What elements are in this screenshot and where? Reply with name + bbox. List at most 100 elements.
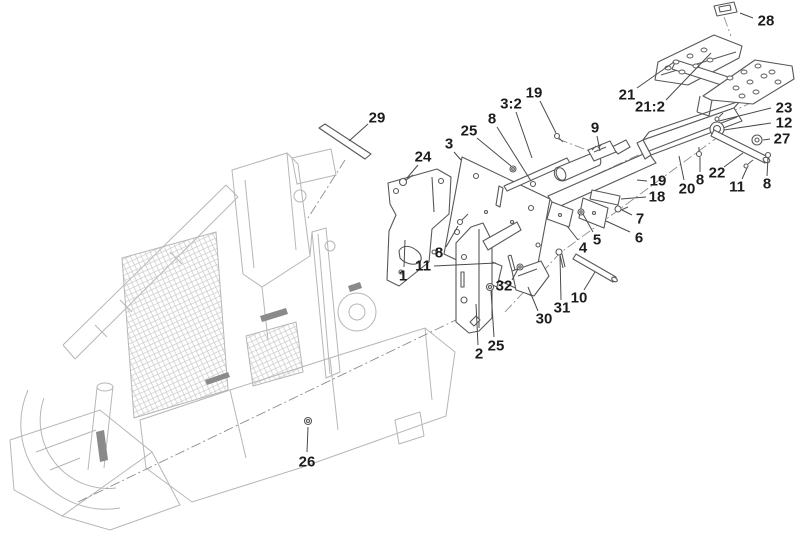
callout-label-19: 19 <box>650 173 667 190</box>
callout-leader-22 <box>723 152 744 168</box>
machine-decal-arm2 <box>205 372 230 385</box>
exploded-parts <box>303 1 795 426</box>
machine-chassis <box>9 148 456 531</box>
callout-label-3:2: 3:2 <box>500 96 522 113</box>
part-10-rod <box>572 253 618 283</box>
callout-leader-31 <box>559 255 562 301</box>
callout-label-25: 25 <box>488 338 505 355</box>
callout-label-10: 10 <box>571 290 588 307</box>
callout-label-11: 11 <box>415 258 431 275</box>
callout-label-8: 8 <box>488 111 496 128</box>
callout-label-8: 8 <box>763 176 771 193</box>
callout-label-8: 8 <box>435 245 443 262</box>
callout-leader-3 <box>453 151 462 161</box>
machine-body-inner <box>229 327 433 459</box>
machine-rear-bracket <box>394 411 425 445</box>
callout-label-12: 12 <box>776 115 793 132</box>
callout-leader-29 <box>348 123 369 142</box>
callout-label-11: 11 <box>729 179 745 196</box>
machine-mesh-panel-small <box>245 321 304 387</box>
part-21-platform <box>654 34 795 117</box>
machine-decal-arm <box>260 308 288 322</box>
callout-leader-6 <box>605 220 631 233</box>
machine-decal-upright <box>348 282 362 292</box>
latch-9 <box>587 140 617 162</box>
callout-label-22: 22 <box>709 165 726 182</box>
fastener-8-bolt-mid <box>695 147 703 158</box>
callout-label-27: 27 <box>774 131 791 148</box>
callout-label-29: 29 <box>369 110 386 127</box>
callout-leader-11 <box>741 167 748 180</box>
callout-leader-4 <box>566 225 579 241</box>
fastener-23-pin <box>714 112 724 122</box>
callout-leader-12 <box>723 122 772 131</box>
callout-leader-19 <box>539 100 557 134</box>
callout-leader-25 <box>476 137 512 167</box>
callout-leader-20 <box>678 155 685 181</box>
machine-fan-hub <box>348 303 366 321</box>
part-2-bracket <box>455 221 522 334</box>
callout-leader-8 <box>445 225 459 248</box>
callout-label-7: 7 <box>636 211 644 228</box>
callout-label-25: 25 <box>461 123 478 140</box>
machine-top-box <box>291 148 337 185</box>
callout-label-19: 19 <box>526 85 543 102</box>
callout-leader-2 <box>475 303 479 346</box>
callout-leader-11 <box>433 262 497 267</box>
fastener-8-bolt-right <box>764 151 772 159</box>
callout-label-24: 24 <box>415 149 432 166</box>
callout-leader-25 <box>490 290 495 338</box>
callout-leader-28 <box>739 12 754 19</box>
fastener-25-nut-lower <box>485 282 495 292</box>
callout-leader-10 <box>583 271 596 291</box>
machine-frame-links <box>261 231 313 341</box>
callout-label-18: 18 <box>649 189 666 206</box>
fastener-19-bolt-upper <box>553 132 564 143</box>
callout-label-8: 8 <box>696 172 704 189</box>
callout-leader-18 <box>620 196 647 200</box>
callout-label-2: 2 <box>475 346 483 363</box>
callout-leader-21:2 <box>665 52 712 101</box>
fastener-8-bolt-left <box>456 213 469 226</box>
part-18-bracket <box>589 189 621 206</box>
centerline-lower <box>77 317 461 503</box>
part-9-latch-beam <box>547 139 657 209</box>
part-28-clip <box>713 1 738 17</box>
callout-leader-24 <box>406 164 419 179</box>
callout-label-23: 23 <box>776 100 793 117</box>
tread-left <box>654 34 743 86</box>
machine-tower <box>231 152 311 288</box>
callout-leader-23 <box>718 107 772 122</box>
callout-leader-27 <box>762 138 771 141</box>
part-22-rod <box>710 129 771 164</box>
centerline-clip28 <box>723 16 732 37</box>
centerline-bolt19 <box>557 138 593 153</box>
fastener-32-nut <box>516 263 524 271</box>
part-29-strip <box>318 123 372 160</box>
callout-label-32: 32 <box>496 278 513 295</box>
callout-label-9: 9 <box>591 120 599 137</box>
callout-leader-1 <box>403 239 406 268</box>
machine-pivot-boss <box>293 189 307 203</box>
machine-tower-inner <box>244 152 297 269</box>
callout-leader-32 <box>511 268 519 281</box>
machine-pivot-boss2 <box>324 240 336 252</box>
callout-label-30: 30 <box>536 311 553 328</box>
callout-leader-21 <box>636 61 675 89</box>
callout-leader-8 <box>496 126 532 182</box>
callout-label-3: 3 <box>445 136 453 153</box>
machine-fender-arc-inner <box>39 397 117 489</box>
callout-leader-19 <box>636 179 648 182</box>
callout-leader-3:2 <box>515 111 533 159</box>
fastener-25-nut-upper <box>509 165 517 173</box>
callout-label-26: 26 <box>299 454 316 471</box>
callout-leader-8 <box>766 157 769 177</box>
tread-holes <box>664 47 782 99</box>
centerline-strip29 <box>307 159 346 219</box>
fastener-8-bolt-upper <box>529 180 537 188</box>
machine-fender-arc-outer <box>20 389 121 510</box>
callout-label-6: 6 <box>635 230 643 247</box>
callout-label-1: 1 <box>399 268 407 285</box>
